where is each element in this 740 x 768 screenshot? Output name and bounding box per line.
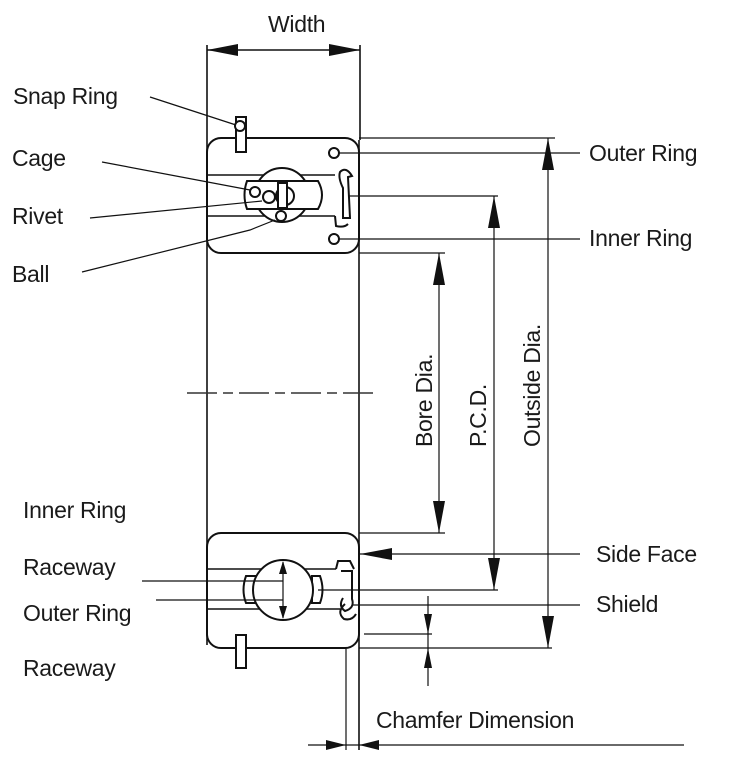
label-outer-ring: Outer Ring: [23, 600, 131, 626]
rivet: [262, 190, 276, 204]
left-bottom-leaders: [142, 580, 283, 601]
label-inner-ring-right: Inner Ring: [589, 225, 692, 251]
label-raceway-2: Raceway: [23, 655, 116, 681]
bottom-snap-ring: [235, 634, 247, 669]
label-snap-ring: Snap Ring: [13, 83, 118, 109]
label-ball: Ball: [12, 261, 49, 287]
snap-ring: [235, 116, 247, 153]
bore-dia-label: Bore Dia.: [411, 354, 437, 447]
width-dimension: Width: [206, 11, 361, 140]
right-dimensions: [308, 137, 684, 750]
label-cage: Cage: [12, 145, 66, 171]
width-arrow-left: [207, 44, 238, 56]
bearing-body: [206, 140, 360, 750]
width-arrow-right: [329, 44, 360, 56]
bottom-bearing-section: [206, 532, 360, 669]
bottom-shield: [335, 560, 355, 613]
pcd-label: P.C.D.: [465, 384, 491, 447]
label-chamfer-dimension: Chamfer Dimension: [376, 707, 574, 733]
label-outer-ring-right: Outer Ring: [589, 140, 697, 166]
label-inner-ring: Inner Ring: [23, 497, 126, 523]
left-top-leaders: [81, 96, 276, 273]
top-bearing-section: [206, 116, 360, 254]
width-label: Width: [268, 11, 325, 37]
outside-dia-label: Outside Dia.: [519, 324, 545, 447]
label-side-face: Side Face: [596, 541, 697, 567]
label-rivet: Rivet: [12, 203, 64, 229]
label-raceway-1: Raceway: [23, 554, 116, 580]
label-shield: Shield: [596, 591, 658, 617]
top-shield: [338, 168, 354, 219]
